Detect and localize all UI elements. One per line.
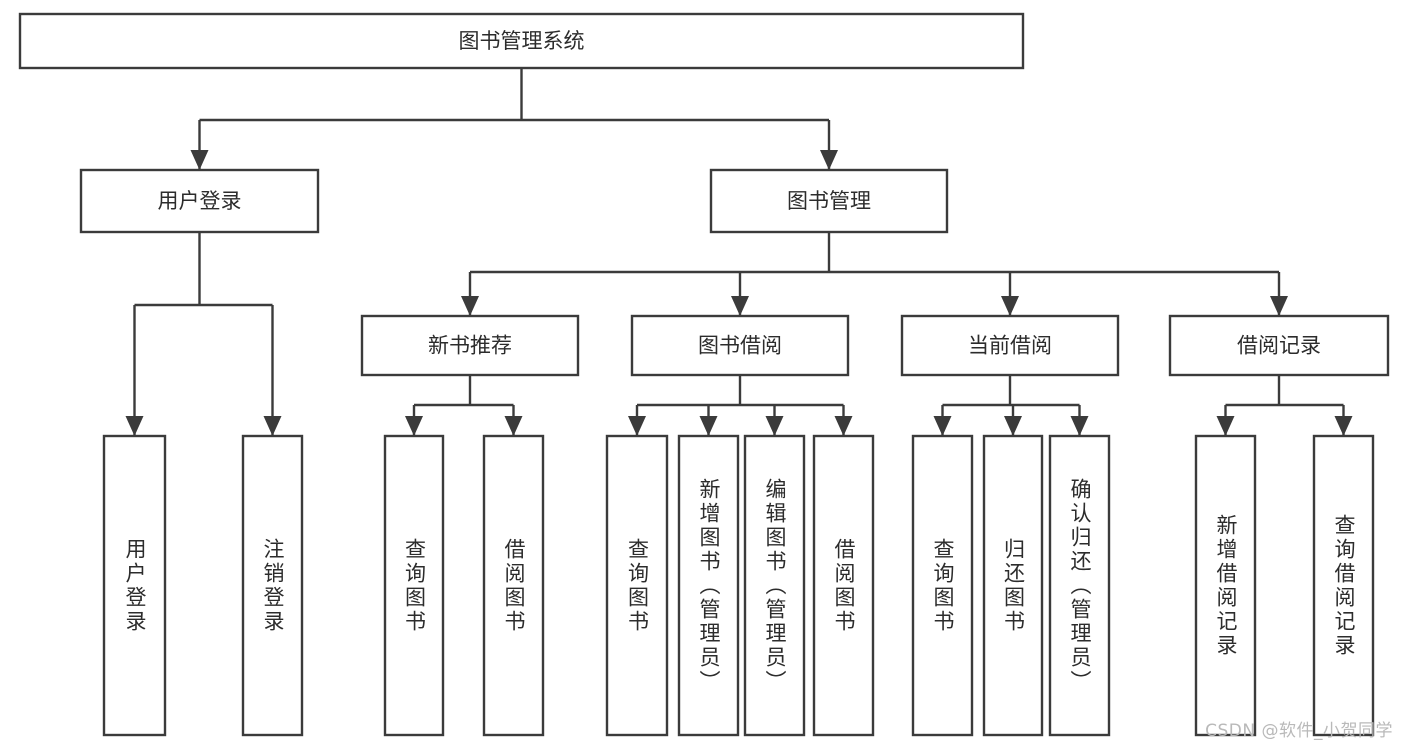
arrow-head-icon — [125, 416, 144, 436]
node-n-record[interactable]: 借阅记录 — [1168, 314, 1390, 377]
arrow-head-icon — [1001, 296, 1019, 316]
node-n-book-mgmt[interactable]: 图书管理 — [709, 168, 949, 234]
node-label: 查询图书 — [931, 537, 955, 634]
node-box — [1194, 434, 1257, 737]
node-label: 图书管理系统 — [459, 29, 585, 53]
node-box — [482, 434, 545, 737]
node-l-user-login[interactable]: 用户登录 — [102, 434, 167, 737]
node-box — [812, 434, 875, 737]
node-n-new-book[interactable]: 新书推荐 — [360, 314, 580, 377]
node-label: 注销登录 — [261, 537, 285, 634]
node-label: 用户登录 — [123, 537, 147, 634]
node-box — [241, 434, 304, 737]
node-box — [102, 434, 167, 737]
node-box — [630, 314, 850, 377]
node-label: 借阅图书 — [832, 537, 856, 634]
node-label-wrap: 注销登录 — [261, 537, 285, 634]
node-n-borrow[interactable]: 图书借阅 — [630, 314, 850, 377]
connectors-layer — [125, 68, 1353, 436]
node-label-wrap: 用户登录 — [123, 537, 147, 634]
node-l-add-record[interactable]: 新增借阅记录 — [1194, 434, 1257, 737]
node-label: 用户登录 — [158, 189, 242, 213]
arrow-head-icon — [820, 150, 838, 170]
node-l-user-logout[interactable]: 注销登录 — [241, 434, 304, 737]
node-label-wrap: 查询图书 — [931, 537, 955, 634]
node-box — [1168, 314, 1390, 377]
arrow-head-icon — [405, 416, 423, 436]
node-label-wrap: 归还图书 — [1001, 537, 1026, 634]
node-label-wrap: 编辑图书（管理员） — [763, 477, 787, 694]
node-label: 图书管理 — [787, 189, 871, 213]
node-label-wrap: 查询借阅记录 — [1332, 513, 1356, 658]
node-label: 查询借阅记录 — [1332, 513, 1356, 658]
arrow-head-icon — [628, 416, 646, 436]
node-label: 当前借阅 — [968, 334, 1052, 358]
arrow-head-icon — [699, 416, 718, 436]
arrow-head-icon — [1270, 296, 1288, 316]
arrow-head-icon — [1070, 416, 1089, 436]
csdn-watermark: CSDN @软件_小贺同学 — [1205, 721, 1393, 741]
node-label-wrap: 查询图书 — [625, 537, 650, 634]
arrow-head-icon — [1004, 416, 1022, 436]
node-box — [605, 434, 669, 737]
node-label-wrap: 借阅图书 — [502, 537, 526, 634]
node-l-borrow-book-2[interactable]: 借阅图书 — [812, 434, 875, 737]
node-label: 编辑图书（管理员） — [763, 477, 787, 694]
arrow-head-icon — [461, 296, 479, 316]
node-l-query-book-1[interactable]: 查询图书 — [383, 434, 445, 737]
node-root[interactable]: 图书管理系统 — [18, 12, 1025, 70]
arrow-head-icon — [765, 416, 784, 436]
nodes-layer: 图书管理系统用户登录图书管理新书推荐图书借阅当前借阅借阅记录用户登录注销登录查询… — [18, 12, 1390, 737]
node-box — [900, 314, 1120, 377]
arrow-head-icon — [933, 416, 952, 436]
node-label-wrap: 查询图书 — [402, 537, 427, 634]
node-l-add-book[interactable]: 新增图书（管理员） — [677, 434, 740, 737]
node-label-wrap: 新增借阅记录 — [1214, 513, 1238, 658]
node-l-confirm-return[interactable]: 确认归还（管理员） — [1048, 434, 1111, 737]
node-n-current[interactable]: 当前借阅 — [900, 314, 1120, 377]
node-label: 借阅图书 — [502, 537, 526, 634]
arrow-head-icon — [1334, 416, 1353, 436]
node-box — [743, 434, 806, 737]
node-l-borrow-book-1[interactable]: 借阅图书 — [482, 434, 545, 737]
node-label-wrap: 确认归还（管理员） — [1068, 477, 1092, 694]
arrow-head-icon — [834, 416, 853, 436]
arrow-head-icon — [731, 296, 749, 316]
node-box — [383, 434, 445, 737]
node-box — [360, 314, 580, 377]
node-box — [1048, 434, 1111, 737]
arrow-head-icon — [190, 150, 209, 170]
node-l-edit-book[interactable]: 编辑图书（管理员） — [743, 434, 806, 737]
node-box — [709, 168, 949, 234]
node-box — [677, 434, 740, 737]
node-label: 确认归还（管理员） — [1068, 477, 1092, 694]
node-box — [18, 12, 1025, 70]
node-label-wrap: 新增图书（管理员） — [697, 477, 721, 694]
node-label-wrap: 借阅图书 — [832, 537, 856, 634]
node-label: 新书推荐 — [428, 334, 512, 358]
node-box — [79, 168, 320, 234]
arrow-head-icon — [504, 416, 523, 436]
arrow-head-icon — [1216, 416, 1235, 436]
node-label: 图书借阅 — [698, 334, 782, 358]
node-label: 查询图书 — [625, 537, 650, 634]
node-label: 新增图书（管理员） — [697, 477, 721, 694]
node-label: 查询图书 — [402, 537, 427, 634]
node-box — [1312, 434, 1375, 737]
node-label: 新增借阅记录 — [1214, 513, 1238, 658]
node-l-query-book-3[interactable]: 查询图书 — [911, 434, 974, 737]
node-label: 归还图书 — [1001, 537, 1026, 634]
node-box — [982, 434, 1044, 737]
arrow-head-icon — [263, 416, 282, 436]
node-n-user-login[interactable]: 用户登录 — [79, 168, 320, 234]
node-box — [911, 434, 974, 737]
node-label: 借阅记录 — [1237, 334, 1321, 358]
node-l-return-book[interactable]: 归还图书 — [982, 434, 1044, 737]
node-l-query-record[interactable]: 查询借阅记录 — [1312, 434, 1375, 737]
node-l-query-book-2[interactable]: 查询图书 — [605, 434, 669, 737]
